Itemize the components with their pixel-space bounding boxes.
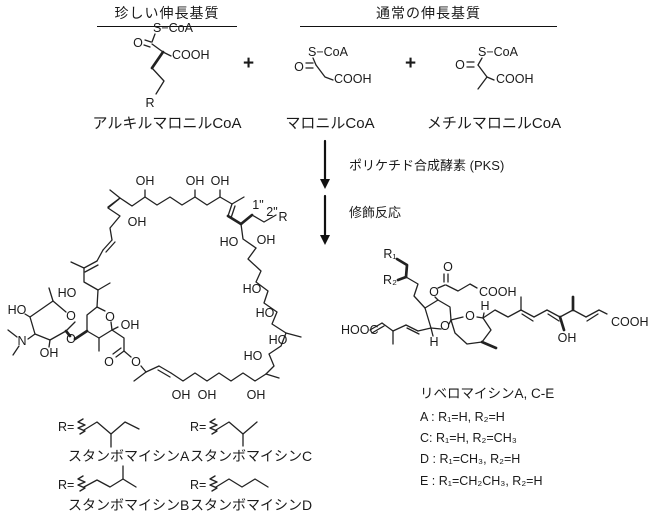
label-stambomycin-c: スタンボマイシンC	[190, 448, 313, 464]
atom-label: O	[66, 332, 76, 346]
label-methylmalonyl-coa: メチルマロニルCoA	[426, 115, 562, 132]
reveromycin-variant-a: A : R₁=H, R₂=H	[420, 410, 505, 424]
atom-label: R	[145, 96, 154, 110]
label-stambomycin-a: スタンボマイシンA	[68, 448, 190, 464]
reveromycin-structure	[369, 257, 608, 350]
atom-label: COOH	[172, 48, 210, 62]
atom-label: OH	[211, 174, 230, 188]
atom-label: O	[443, 260, 453, 274]
atom-label: HO	[220, 235, 239, 249]
atom-label: OH	[247, 388, 266, 402]
atom-label: O	[66, 309, 76, 323]
atom-label: HO	[256, 306, 275, 320]
label-stambomycin-b: スタンボマイシンB	[68, 497, 190, 513]
atom-label: O	[465, 309, 475, 323]
atom-label: COOH	[479, 285, 517, 299]
header-rare-substrate: 珍しい伸長基質	[97, 3, 237, 27]
atom-label: R₂	[383, 273, 397, 287]
methylmalonyl-coa-structure	[466, 57, 495, 90]
atom-label: OH	[121, 318, 140, 332]
atom-label: O	[440, 319, 450, 333]
plus-sign: +	[243, 53, 255, 74]
atom-label: 1"	[252, 198, 263, 212]
atom-label: O	[104, 355, 114, 369]
reveromycin-variant-d: D : R₁=CH₃, R₂=H	[420, 452, 521, 466]
atom-label: OH	[558, 331, 577, 345]
atom-label: OH	[172, 388, 191, 402]
r-equals-labels: R= R= R= R=	[58, 420, 206, 492]
atom-label: 2"	[266, 205, 277, 219]
atom-label: R₁	[383, 247, 396, 261]
atom-label: N	[17, 334, 26, 348]
stambomycin-r-groups	[77, 418, 269, 492]
malonyl-coa-structure	[305, 57, 334, 81]
atom-label: O	[429, 285, 439, 299]
arrowhead-icon	[320, 179, 330, 189]
atom-label: O	[131, 355, 141, 369]
reaction-arrow-modification	[320, 194, 330, 245]
stambomycin-structure	[7, 189, 302, 382]
top-structures-labels: S−CoA O COOH R S−CoA O COOH S−CoA O COOH	[133, 21, 533, 110]
label-modification: 修飾反応	[349, 205, 402, 220]
atom-label: HO	[244, 349, 263, 363]
atom-label: H	[429, 335, 438, 349]
r-equals-label: R=	[58, 420, 74, 434]
atom-label: COOH	[334, 72, 372, 86]
r-equals-label: R=	[58, 478, 74, 492]
label-reveromycin-title: リベロマイシンA, C-E	[420, 386, 555, 401]
atom-label: COOH	[611, 315, 649, 329]
atom-label: O	[294, 60, 304, 74]
atom-label: R	[278, 210, 287, 224]
atom-label: HO	[8, 303, 27, 317]
atom-label: OH	[198, 388, 217, 402]
reveromycin-variant-e: E : R₁=CH₂CH₃, R₂=H	[420, 474, 543, 488]
r-equals-label: R=	[190, 420, 206, 434]
label-pks: ポリケチド合成酵素 (PKS)	[349, 158, 505, 173]
atom-label: OH	[40, 346, 59, 360]
arrowhead-icon	[320, 235, 330, 245]
reveromycin-variant-c: C: R₁=H, R₂=CH₃	[420, 431, 517, 445]
atom-label: S−CoA	[478, 45, 519, 59]
plus-sign: +	[405, 53, 417, 74]
atom-label: OH	[186, 174, 205, 188]
atom-label: O	[133, 36, 143, 50]
atom-label: COOH	[496, 72, 534, 86]
atom-label: S−CoA	[308, 45, 349, 59]
atom-label: O	[455, 58, 465, 72]
atom-label: HO	[269, 333, 288, 347]
atom-label: O	[105, 310, 115, 324]
atom-label: HO	[243, 282, 262, 296]
atom-label: OH	[257, 233, 276, 247]
atom-label: OH	[136, 174, 155, 188]
r-equals-label: R=	[190, 478, 206, 492]
reaction-arrow-pks	[320, 139, 330, 189]
label-stambomycin-d: スタンボマイシンD	[190, 497, 313, 513]
atom-label: S−CoA	[153, 21, 194, 35]
alkylmalonyl-coa-structure	[143, 33, 172, 95]
header-normal-substrate: 通常の伸長基質	[300, 3, 557, 27]
atom-label: HO	[58, 286, 77, 300]
label-alkylmalonyl-coa: アルキルマロニルCoA	[92, 115, 242, 132]
atom-label: H	[480, 299, 489, 313]
atom-label: OH	[128, 215, 147, 229]
label-malonyl-coa: マロニルCoA	[285, 115, 375, 132]
atom-label: HOOC	[341, 323, 379, 337]
